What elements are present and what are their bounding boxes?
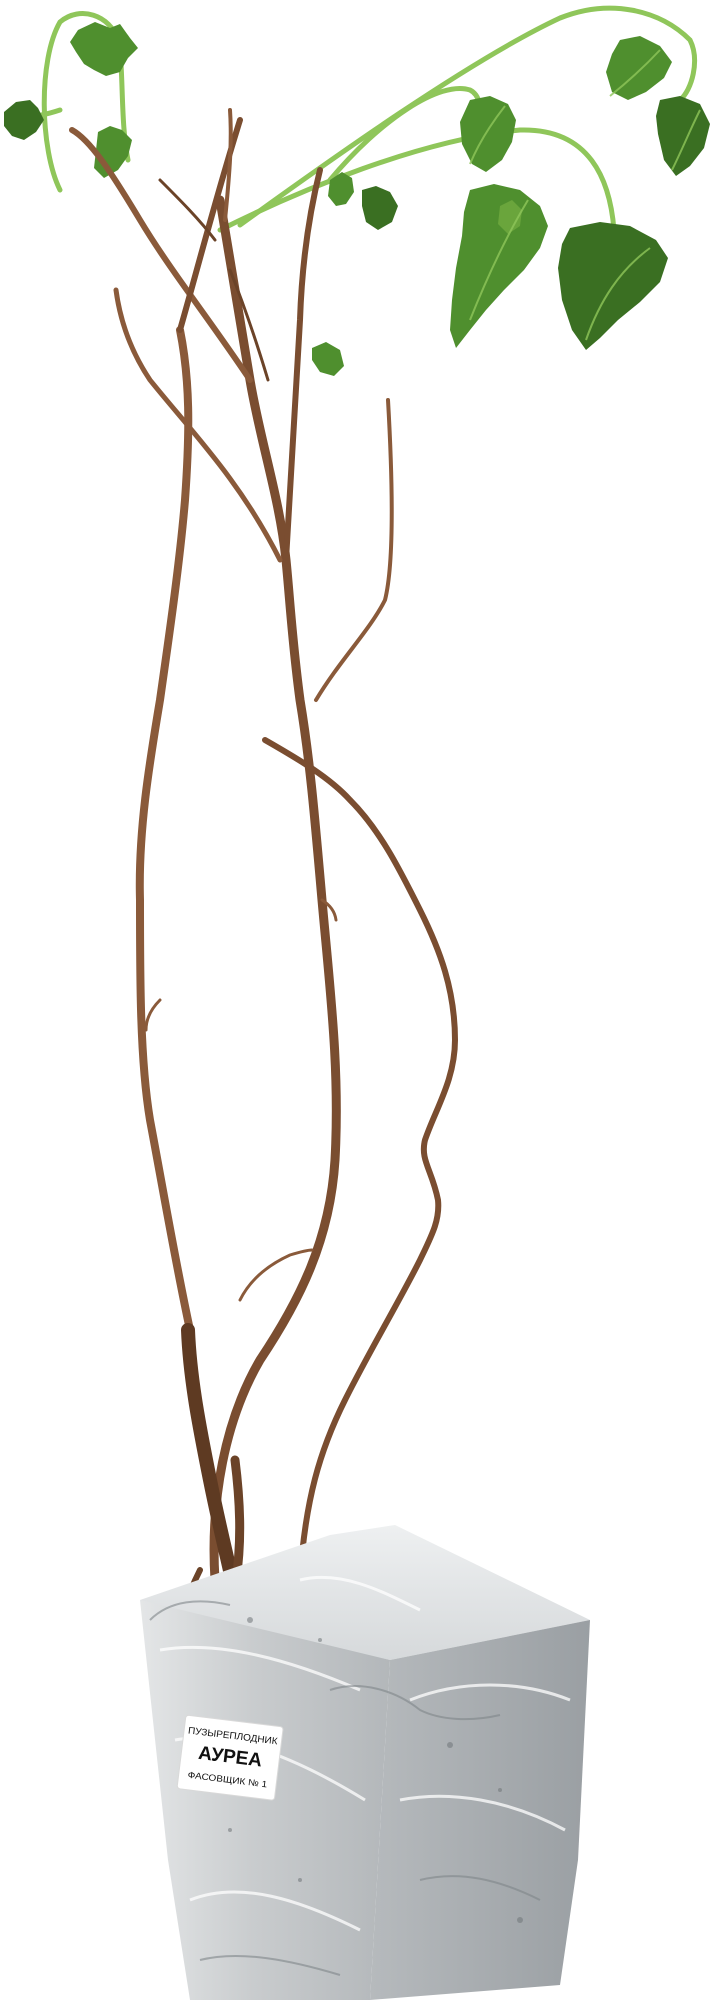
leaves xyxy=(4,22,710,376)
pot-top xyxy=(140,1525,590,1660)
stem-thin-1 xyxy=(158,178,217,242)
shoot-upper-middle xyxy=(327,86,483,183)
stem-center-main xyxy=(209,195,341,1585)
stem-top-center xyxy=(283,167,323,563)
leaf-mid-small-2 xyxy=(362,186,398,230)
stem-base-stump xyxy=(181,1323,239,1587)
shoot-right xyxy=(237,5,698,228)
leaf-inner-small xyxy=(498,200,522,234)
shoot-left xyxy=(41,11,131,193)
pot xyxy=(140,1525,590,2000)
stem-right-twig xyxy=(314,398,394,702)
stem-top-left xyxy=(69,127,253,383)
stem-left-main xyxy=(135,326,194,1334)
leaf-lower-small xyxy=(312,342,344,376)
product-label: ПУЗЫРЕПЛОДНИК АУРЕА ФАСОВЩИК № 1 xyxy=(176,1714,284,1801)
stem-side-twig-2 xyxy=(144,998,162,1032)
stem-top-diag-2 xyxy=(113,287,283,563)
leaf-mid-small-1 xyxy=(328,172,354,206)
label-background xyxy=(176,1714,284,1801)
leaf-far-right xyxy=(656,96,710,176)
stem-base-side xyxy=(230,1455,245,1585)
stem-side-twig-3 xyxy=(320,898,338,922)
pot-side xyxy=(370,1620,590,2000)
stem-side-twig-1 xyxy=(238,1248,314,1302)
leaf-upper-right xyxy=(606,36,672,100)
stem-right-long xyxy=(262,737,458,1583)
leaf-center-upper xyxy=(460,96,516,172)
stem-top-center-2 xyxy=(223,108,233,222)
woody-stems xyxy=(69,108,458,1703)
leaf-left-edge xyxy=(4,100,44,140)
leaf-top-left xyxy=(70,22,138,76)
pot-front xyxy=(140,1600,390,2000)
leaf-center-large xyxy=(450,184,548,348)
shoot-middle xyxy=(217,127,617,233)
stem-thin-2 xyxy=(228,268,270,382)
